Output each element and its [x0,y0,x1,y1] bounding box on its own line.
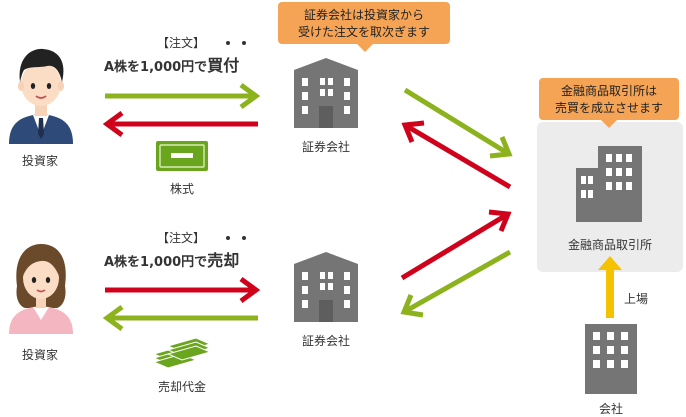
arrow-buyer-order [105,82,261,110]
broker-callout: 証券会社は投資家から 受けた注文を取次ぎます [278,2,450,44]
arrow-exchange-to-broker-bottom [400,249,512,318]
seller-order-prefix: A株を1,000円で [104,255,208,270]
broker-bottom-building-icon [294,252,358,322]
broker-callout-line1: 証券会社は投資家から [303,8,424,22]
exchange-building-icon [576,146,642,222]
buyer-investor-label: 投資家 [21,154,58,168]
arrow-buyer-delivery [102,110,258,138]
buyer-order-tag: 【注文】 [157,36,206,50]
arrow-broker-top-to-exchange [403,87,513,159]
arrow-seller-order [105,276,261,304]
broker-top-building-icon [294,58,358,128]
investor-female-icon [9,244,73,334]
arrow-exchange-to-broker-top [401,120,512,190]
broker-bottom-label: 証券会社 [301,334,350,348]
cash-bundle-icon [152,337,212,369]
exchange-callout-pointer [600,119,618,128]
sale-proceeds-label: 売却代金 [157,380,206,394]
broker-callout-line2: 受けた注文を取次ぎます [297,25,430,39]
exchange-callout-line1: 金融商品取引所は [560,84,657,98]
buyer-emphasis-dots [226,41,246,45]
arrow-seller-payment [102,304,258,332]
stock-certificate-icon [156,141,208,171]
buyer-order-prefix: A株を1,000円で [104,60,208,75]
seller-order-text: 【注文】 A株を1,000円で売却 [104,229,239,271]
exchange-callout-line2: 売買を成立させます [554,101,663,115]
listing-arrow [598,256,622,318]
seller-order-verb: 売却 [207,251,240,270]
broker-top-label: 証券会社 [301,140,350,154]
seller-investor-label: 投資家 [21,348,58,362]
company-label: 会社 [598,402,623,416]
buyer-order-text: 【注文】 A株を1,000円で買付 [104,34,239,76]
buyer-order-verb: 買付 [207,56,240,75]
exchange-label: 金融商品取引所 [567,238,652,252]
broker-callout-pointer [356,43,374,52]
seller-emphasis-dots [226,236,246,240]
stock-label: 株式 [169,182,194,196]
company-building-icon [585,324,637,394]
listing-label: 上場 [624,292,649,306]
exchange-callout: 金融商品取引所は 売買を成立させます [539,78,679,120]
seller-order-tag: 【注文】 [157,231,206,245]
arrow-broker-bottom-to-exchange [400,209,512,281]
investor-male-icon [9,48,73,144]
